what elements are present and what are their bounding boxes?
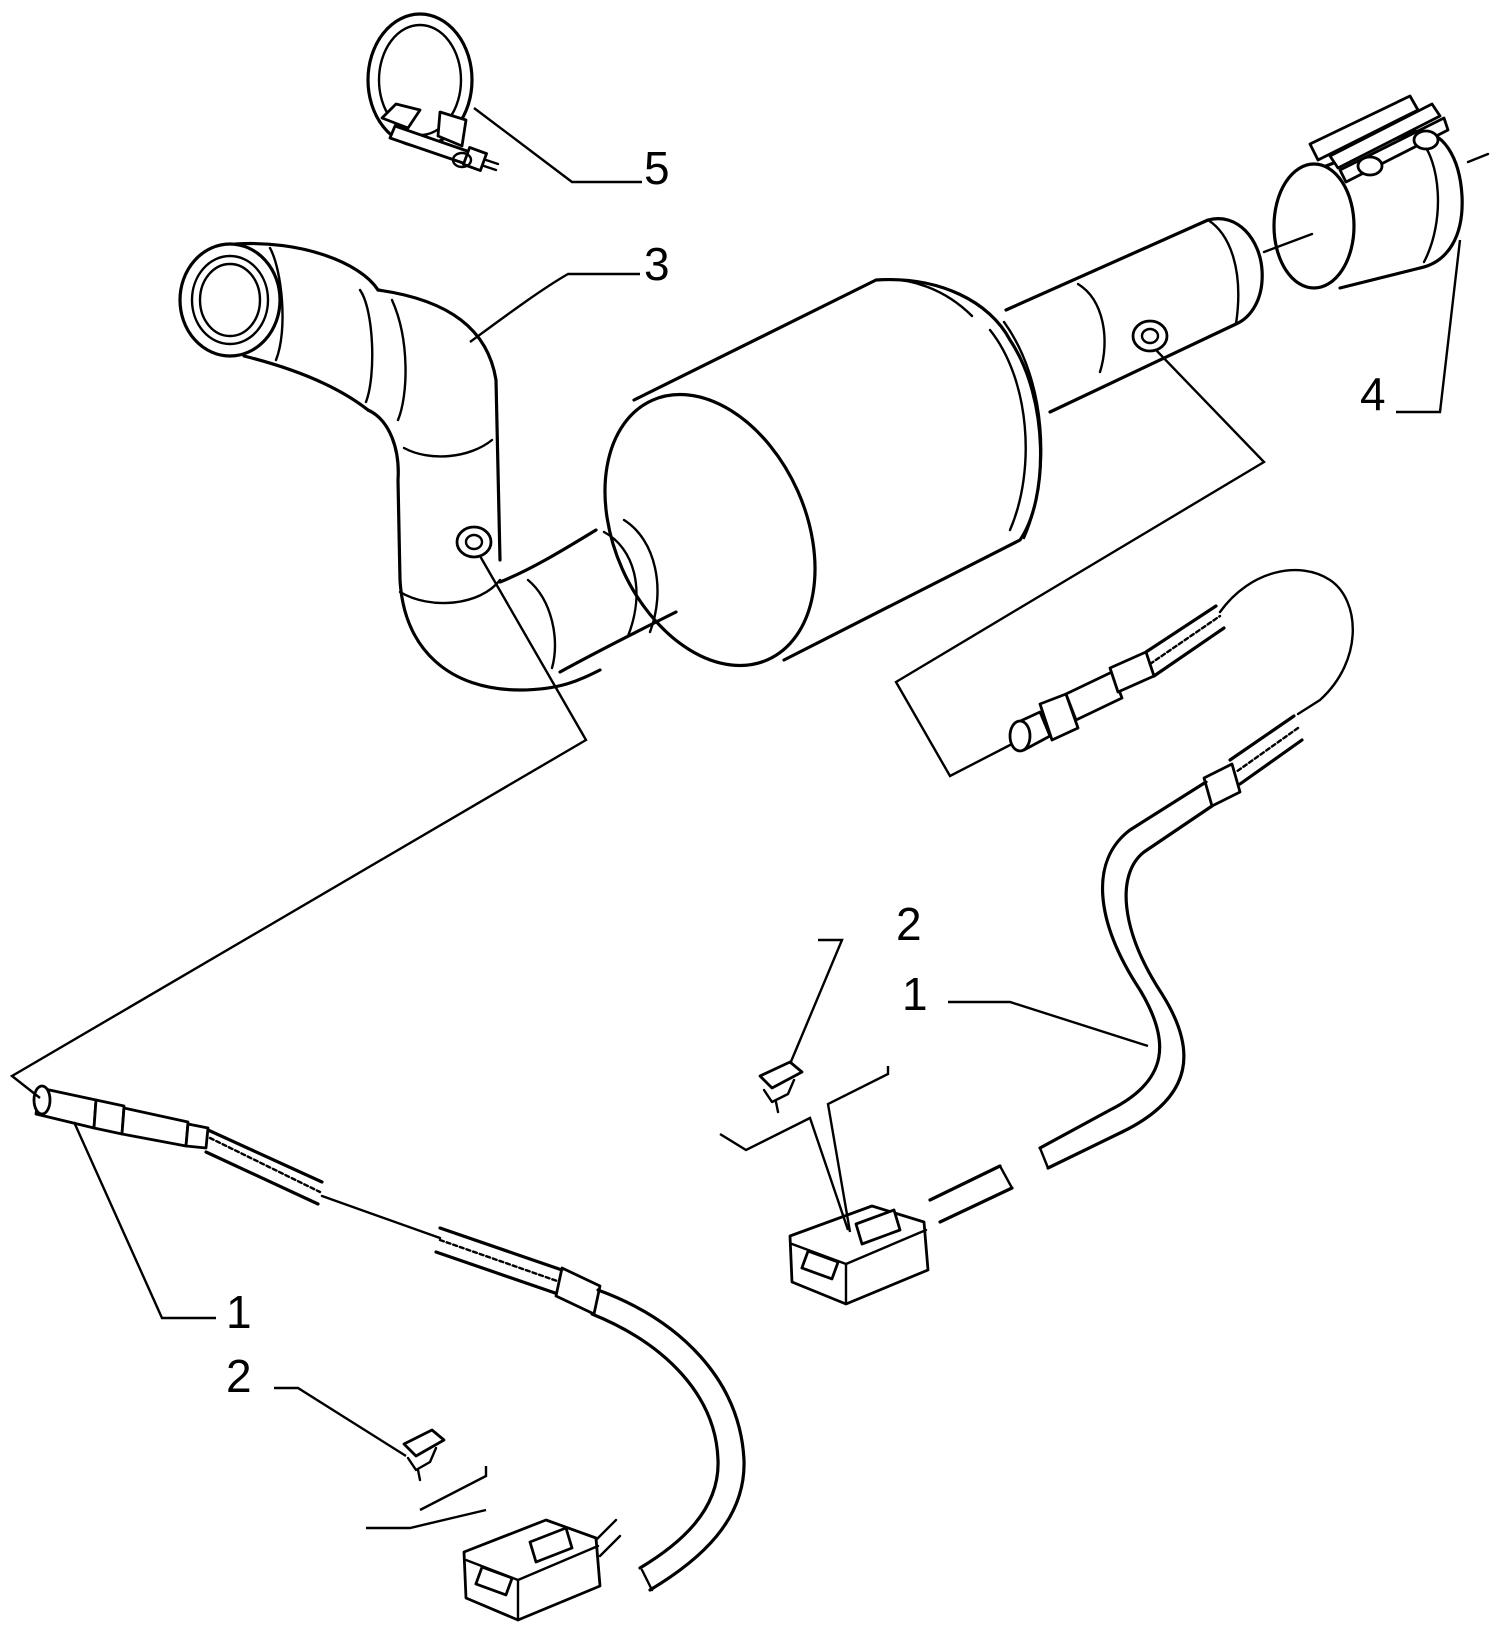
clamp-part-5 xyxy=(366,12,500,172)
sleeve-clamp-part-4 xyxy=(1272,94,1490,290)
cable-clip-right-part-2 xyxy=(719,1060,890,1233)
callout-part-4: 4 xyxy=(1360,368,1386,420)
leader-lines xyxy=(9,107,1462,1458)
callout-part-2-right: 2 xyxy=(896,898,922,950)
callout-part-1-right: 1 xyxy=(902,968,928,1020)
callout-part-5: 5 xyxy=(644,142,670,194)
callout-part-2-left: 2 xyxy=(226,1350,252,1402)
oxygen-sensor-left-part-1 xyxy=(32,1084,746,1622)
callout-part-1-left: 1 xyxy=(226,1286,252,1338)
callout-labels: 5 3 4 2 1 1 2 xyxy=(226,142,1386,1402)
pipe-and-catalyst-part-3 xyxy=(178,217,1314,692)
callout-part-3: 3 xyxy=(644,238,670,290)
oxygen-sensor-right-part-1 xyxy=(788,568,1354,1306)
cable-clip-left-part-2 xyxy=(366,1428,488,1530)
